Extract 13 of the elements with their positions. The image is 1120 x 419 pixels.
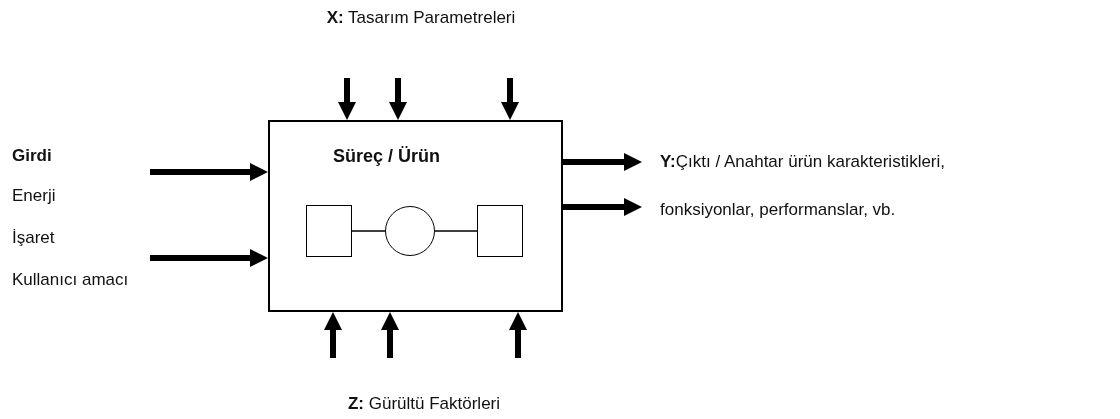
label-text: Kullanıcı amacı — [12, 270, 129, 290]
heading-text: Girdi — [12, 146, 52, 166]
label-text: Enerji — [12, 186, 56, 206]
label-text: Y:Çıktı / Anahtar ürün karakteristikleri, — [660, 152, 946, 172]
circle-shape — [385, 206, 435, 256]
label-text: Z: Gürültü Faktörleri — [347, 394, 501, 414]
process-box — [268, 120, 563, 312]
square-box — [306, 205, 352, 257]
label-text: fonksiyonlar, performanslar, vb. — [660, 200, 896, 220]
label-text: İşaret — [12, 228, 55, 248]
box-title: Süreç / Ürün — [333, 146, 441, 167]
square-box — [477, 205, 523, 257]
label-text: X: Tasarım Parametreleri — [326, 8, 516, 28]
